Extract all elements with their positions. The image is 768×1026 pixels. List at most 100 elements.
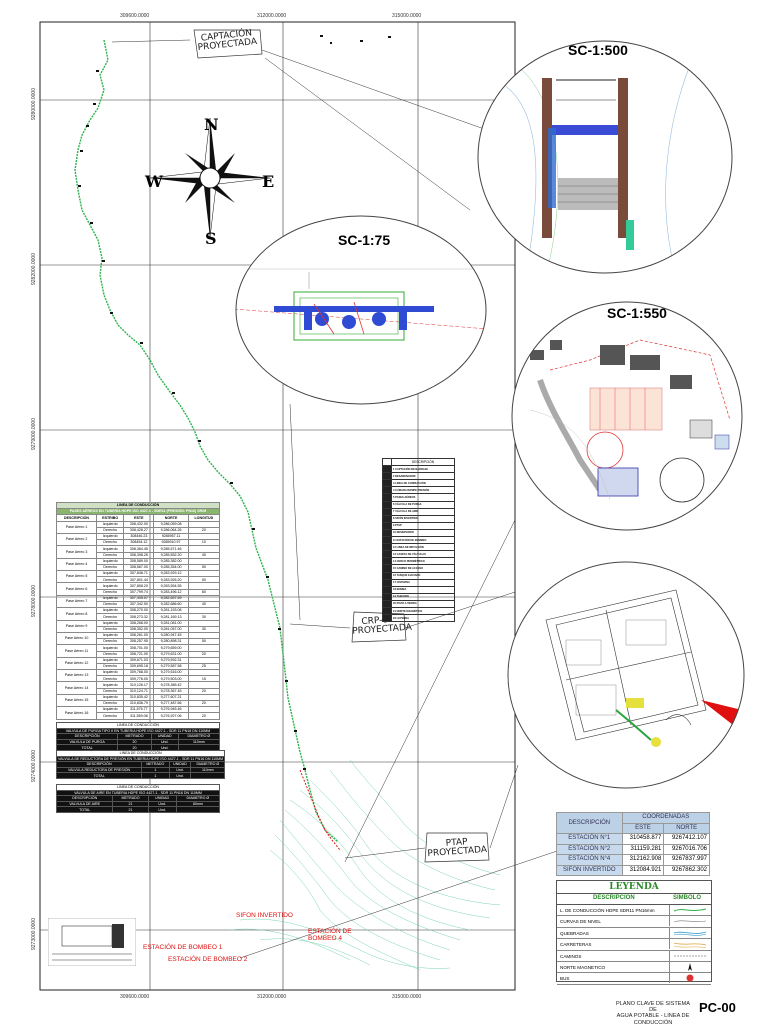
table-row: 12 LINEA DE IMPULSIÓN <box>382 543 455 552</box>
footer-line-3: CONDUCCIÓN <box>633 1019 673 1026</box>
table-cell: Und. <box>168 772 192 779</box>
table-cell: VALVULA REDUCTORA DE PRESIÓN <box>55 766 143 774</box>
table-cell: 17 CISTERNA <box>391 578 455 587</box>
legend-item-label: NORTE MAGNETICO <box>560 964 606 970</box>
table-cell <box>190 772 226 779</box>
table-cell: 20 <box>187 712 221 720</box>
grid-label-left-1: 9280000.0000 <box>31 88 37 120</box>
table-cell <box>382 493 392 502</box>
table-cell <box>382 514 392 523</box>
table-cell: 1 <box>141 772 170 779</box>
table-cell: Pase Aéreo 3 <box>55 545 98 559</box>
table-row: 15 CAMINO DE ACCESO <box>382 564 455 573</box>
table-cell <box>382 599 392 608</box>
callout-captacion-bubble <box>193 29 263 59</box>
contour-lines <box>229 759 501 971</box>
grid-label-top-2: 312000.0000 <box>257 13 287 19</box>
label-sifon-invertido: SIFON INVERTIDO <box>236 912 293 919</box>
table-cell: 2 DESARENADOR <box>391 472 455 481</box>
line-markers <box>78 35 391 770</box>
table-cell <box>382 578 392 587</box>
map-frame <box>39 21 516 991</box>
table-cell: Pase Aéreo 8 <box>55 607 98 621</box>
footer-line-1: PLANO CLAVE DE SISTEMA DE <box>616 1001 690 1014</box>
scale-label-sc75: SC-1:75 <box>338 232 391 248</box>
table-cell: 9267862.302 <box>663 864 710 876</box>
table-cell: Pase Aéreo 13 <box>55 669 98 683</box>
table-row: 7 VÁLVULA DE AIRE <box>382 507 455 516</box>
detail-circle-crp <box>507 561 745 789</box>
scale-label-sc550: SC-1:550 <box>607 305 667 321</box>
table-row: 20 POZO A TIERRA <box>382 599 455 608</box>
grid-label-left-3: 9279000.0000 <box>31 418 37 450</box>
table-cell: Pase Aéreo 1 <box>55 520 98 534</box>
grid-label-top-1: 309600.0000 <box>120 13 150 19</box>
coordinates-title: COORDENADAS <box>621 812 711 824</box>
table-cell: 9267412.107 <box>663 833 710 845</box>
table-cell: 16 TANQUE ELEVADO <box>391 571 455 580</box>
table-cell <box>382 500 392 509</box>
table-cell <box>382 592 392 601</box>
table-cell: TOTAL <box>55 806 114 813</box>
table-cell: 18 BOMBA <box>391 585 455 594</box>
table-cell <box>382 528 392 538</box>
table-cell: 11 ESTACIÓN DE BOMBEO <box>391 536 455 545</box>
compass-east: E <box>262 172 275 191</box>
grid-label-left-2: 9282000.0000 <box>31 253 37 285</box>
table-cell: Derecho <box>96 712 125 720</box>
profile-detail-block <box>48 918 136 966</box>
legend-symbol-icon <box>669 950 712 961</box>
table-cell: VALVULA DE PURGA TIPO II EN TUBERIA HDPE… <box>56 727 220 735</box>
table-cell: 10 RESERVORIO <box>391 528 455 538</box>
legend: LEYENDA DESCRIPCIÓN SIMBOLO L. DE CONDUC… <box>556 880 712 985</box>
legend-symbol-icon <box>669 961 712 972</box>
detail-circle-sc75 <box>235 215 487 405</box>
legend-symbol-icon <box>669 905 712 915</box>
table-cell: 310458.877 <box>621 833 665 845</box>
legend-header: DESCRIPCIÓN SIMBOLO <box>557 894 711 905</box>
conduccion-table: LINEA DE CONDUCCIÓN PASES AÉREOS EN TUBE… <box>55 501 221 720</box>
table-cell: 9267837.997 <box>663 854 710 866</box>
legend-item: CURVAS DE NIVEL <box>557 916 711 928</box>
table-row: 6 VÁLVULA DE PURGA <box>382 500 455 509</box>
compass-north: N <box>204 115 219 134</box>
table-cell: Pase Aéreo 9 <box>55 619 98 633</box>
table-row: 18 BOMBA <box>382 585 455 594</box>
table-cell: 4 CÁMARA ROMPE PRESIÓN <box>391 486 455 495</box>
table-cell <box>382 507 392 516</box>
table-cell: Pase Aéreo 4 <box>55 557 98 572</box>
table-cell <box>382 472 392 481</box>
legend-item: L. DE CONDUCCIÓN HDPE SDR11 PN16mm <box>557 905 712 917</box>
table-row: 3 LINEA DE CONDUCCIÓN <box>382 479 455 488</box>
legend-col-desc: DESCRIPCIÓN <box>593 895 635 901</box>
conduction-line <box>74 39 339 843</box>
table-cell: ESTACIÓN N°4 <box>556 854 623 866</box>
table-cell: ESTACIÓN N°1 <box>556 833 623 845</box>
legend-item: QUEBRADAS <box>557 927 712 940</box>
table-cell: 19 TABLERO <box>391 592 455 601</box>
table-row: 22 LEYENDA <box>382 614 455 623</box>
table-cell: 311159.281 <box>621 843 665 855</box>
table-row: 8 SIFÓN INVERTIDO <box>382 514 455 523</box>
table-cell: VALVULA DE AIRE EN TUBERIA HDPE ISO 4427… <box>56 789 220 797</box>
footer-description: PLANO CLAVE DE SISTEMA DE AGUA POTABLE -… <box>612 1001 694 1026</box>
table-cell: TOTAL <box>55 772 143 779</box>
grid-label-top-3: 315000.0000 <box>392 13 422 19</box>
table-row: 13 CASETA DE VÁLVULAS <box>382 550 455 559</box>
table-row: 4 CÁMARA ROMPE PRESIÓN <box>382 486 455 495</box>
table-cell: Pase Aéreo 11 <box>55 644 98 658</box>
table-cell: Pase Aéreo 2 <box>55 532 98 547</box>
legend-symbol-icon <box>669 927 712 938</box>
table-cell: 3 LINEA DE CONDUCCIÓN <box>391 479 455 488</box>
label-estacion-bombeo-4: ESTACIÓN DE BOMBEO 4 <box>308 928 352 942</box>
